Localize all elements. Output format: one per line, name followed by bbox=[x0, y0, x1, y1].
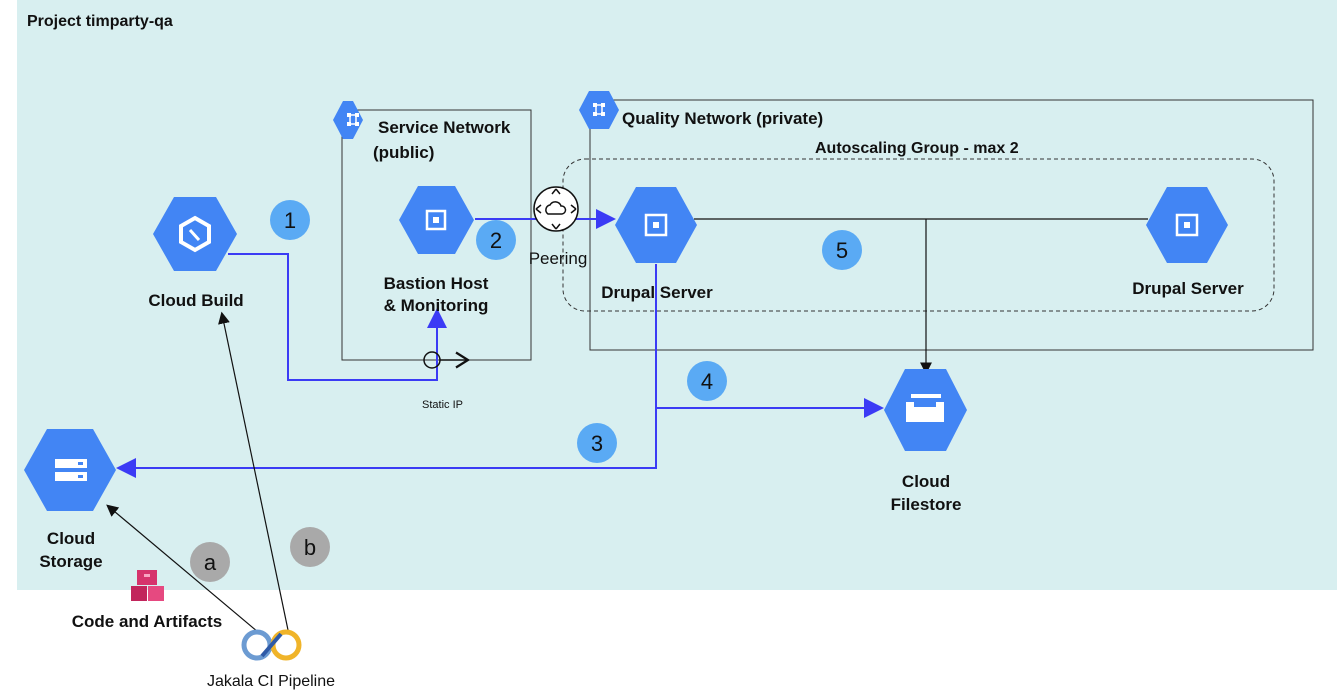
build-to-bastion-line bbox=[228, 253, 447, 381]
drupal-to-storage-line bbox=[116, 264, 657, 478]
step-badge-4 bbox=[687, 361, 727, 401]
compute-engine-icon bbox=[399, 186, 474, 254]
drupal-server-2-label: Drupal Server bbox=[1132, 279, 1244, 298]
autoscaling-group-label: Autoscaling Group - max 2 bbox=[815, 140, 1019, 157]
cloud-filestore-icon bbox=[884, 369, 967, 451]
step-5-label: 5 bbox=[836, 238, 848, 263]
project-title: Project timparty-qa bbox=[27, 13, 173, 30]
static-ip-icon bbox=[423, 351, 471, 369]
step-a-label: a bbox=[204, 550, 217, 575]
cloud-filestore-label-1: Cloud bbox=[902, 472, 950, 491]
bastion-label-2: & Monitoring bbox=[384, 296, 489, 315]
autoscaling-group-box bbox=[562, 158, 1275, 312]
step-badge-b bbox=[290, 527, 330, 567]
step-badge-a bbox=[190, 542, 230, 582]
pipeline-to-storage-line bbox=[106, 504, 259, 633]
cloud-build-icon bbox=[153, 197, 237, 271]
step-4-label: 4 bbox=[701, 369, 713, 394]
compute-engine-icon bbox=[615, 187, 697, 263]
step-1-label: 1 bbox=[284, 208, 296, 233]
artifacts-box-icon bbox=[131, 570, 164, 601]
step-2-label: 2 bbox=[490, 228, 502, 253]
ci-pipeline-label: Jakala CI Pipeline bbox=[207, 673, 335, 690]
compute-engine-icon bbox=[1146, 187, 1228, 263]
quality-network-label: Quality Network (private) bbox=[622, 109, 823, 128]
bastion-label-1: Bastion Host bbox=[384, 274, 489, 293]
step-badge-1 bbox=[270, 200, 310, 240]
cloud-storage-label-1: Cloud bbox=[47, 529, 95, 548]
step-b-label: b bbox=[304, 535, 316, 560]
step-badge-5 bbox=[822, 230, 862, 270]
drupal-server-1-label: Drupal Server bbox=[601, 283, 713, 302]
cloud-filestore-label-2: Filestore bbox=[891, 495, 962, 514]
static-ip-label: Static IP bbox=[422, 399, 463, 411]
service-network-label-1: Service Network bbox=[378, 118, 511, 137]
pipeline-to-build-line bbox=[218, 311, 289, 631]
cloud-build-label: Cloud Build bbox=[148, 291, 243, 310]
peering-label: Peering bbox=[529, 249, 588, 268]
step-3-label: 3 bbox=[591, 431, 603, 456]
cloud-storage-icon bbox=[24, 429, 116, 511]
ci-pipeline-icon bbox=[241, 629, 302, 661]
vpc-network-icon bbox=[333, 101, 363, 139]
step-badge-2 bbox=[476, 220, 516, 260]
code-artifacts-label: Code and Artifacts bbox=[72, 612, 223, 631]
peering-icon bbox=[533, 186, 579, 232]
vpc-network-icon bbox=[579, 91, 619, 129]
quality-network-box bbox=[589, 99, 1314, 351]
step-badge-3 bbox=[577, 423, 617, 463]
service-network-label-2: (public) bbox=[373, 143, 434, 162]
project-area bbox=[17, 0, 1337, 590]
cloud-storage-label-2: Storage bbox=[39, 552, 102, 571]
